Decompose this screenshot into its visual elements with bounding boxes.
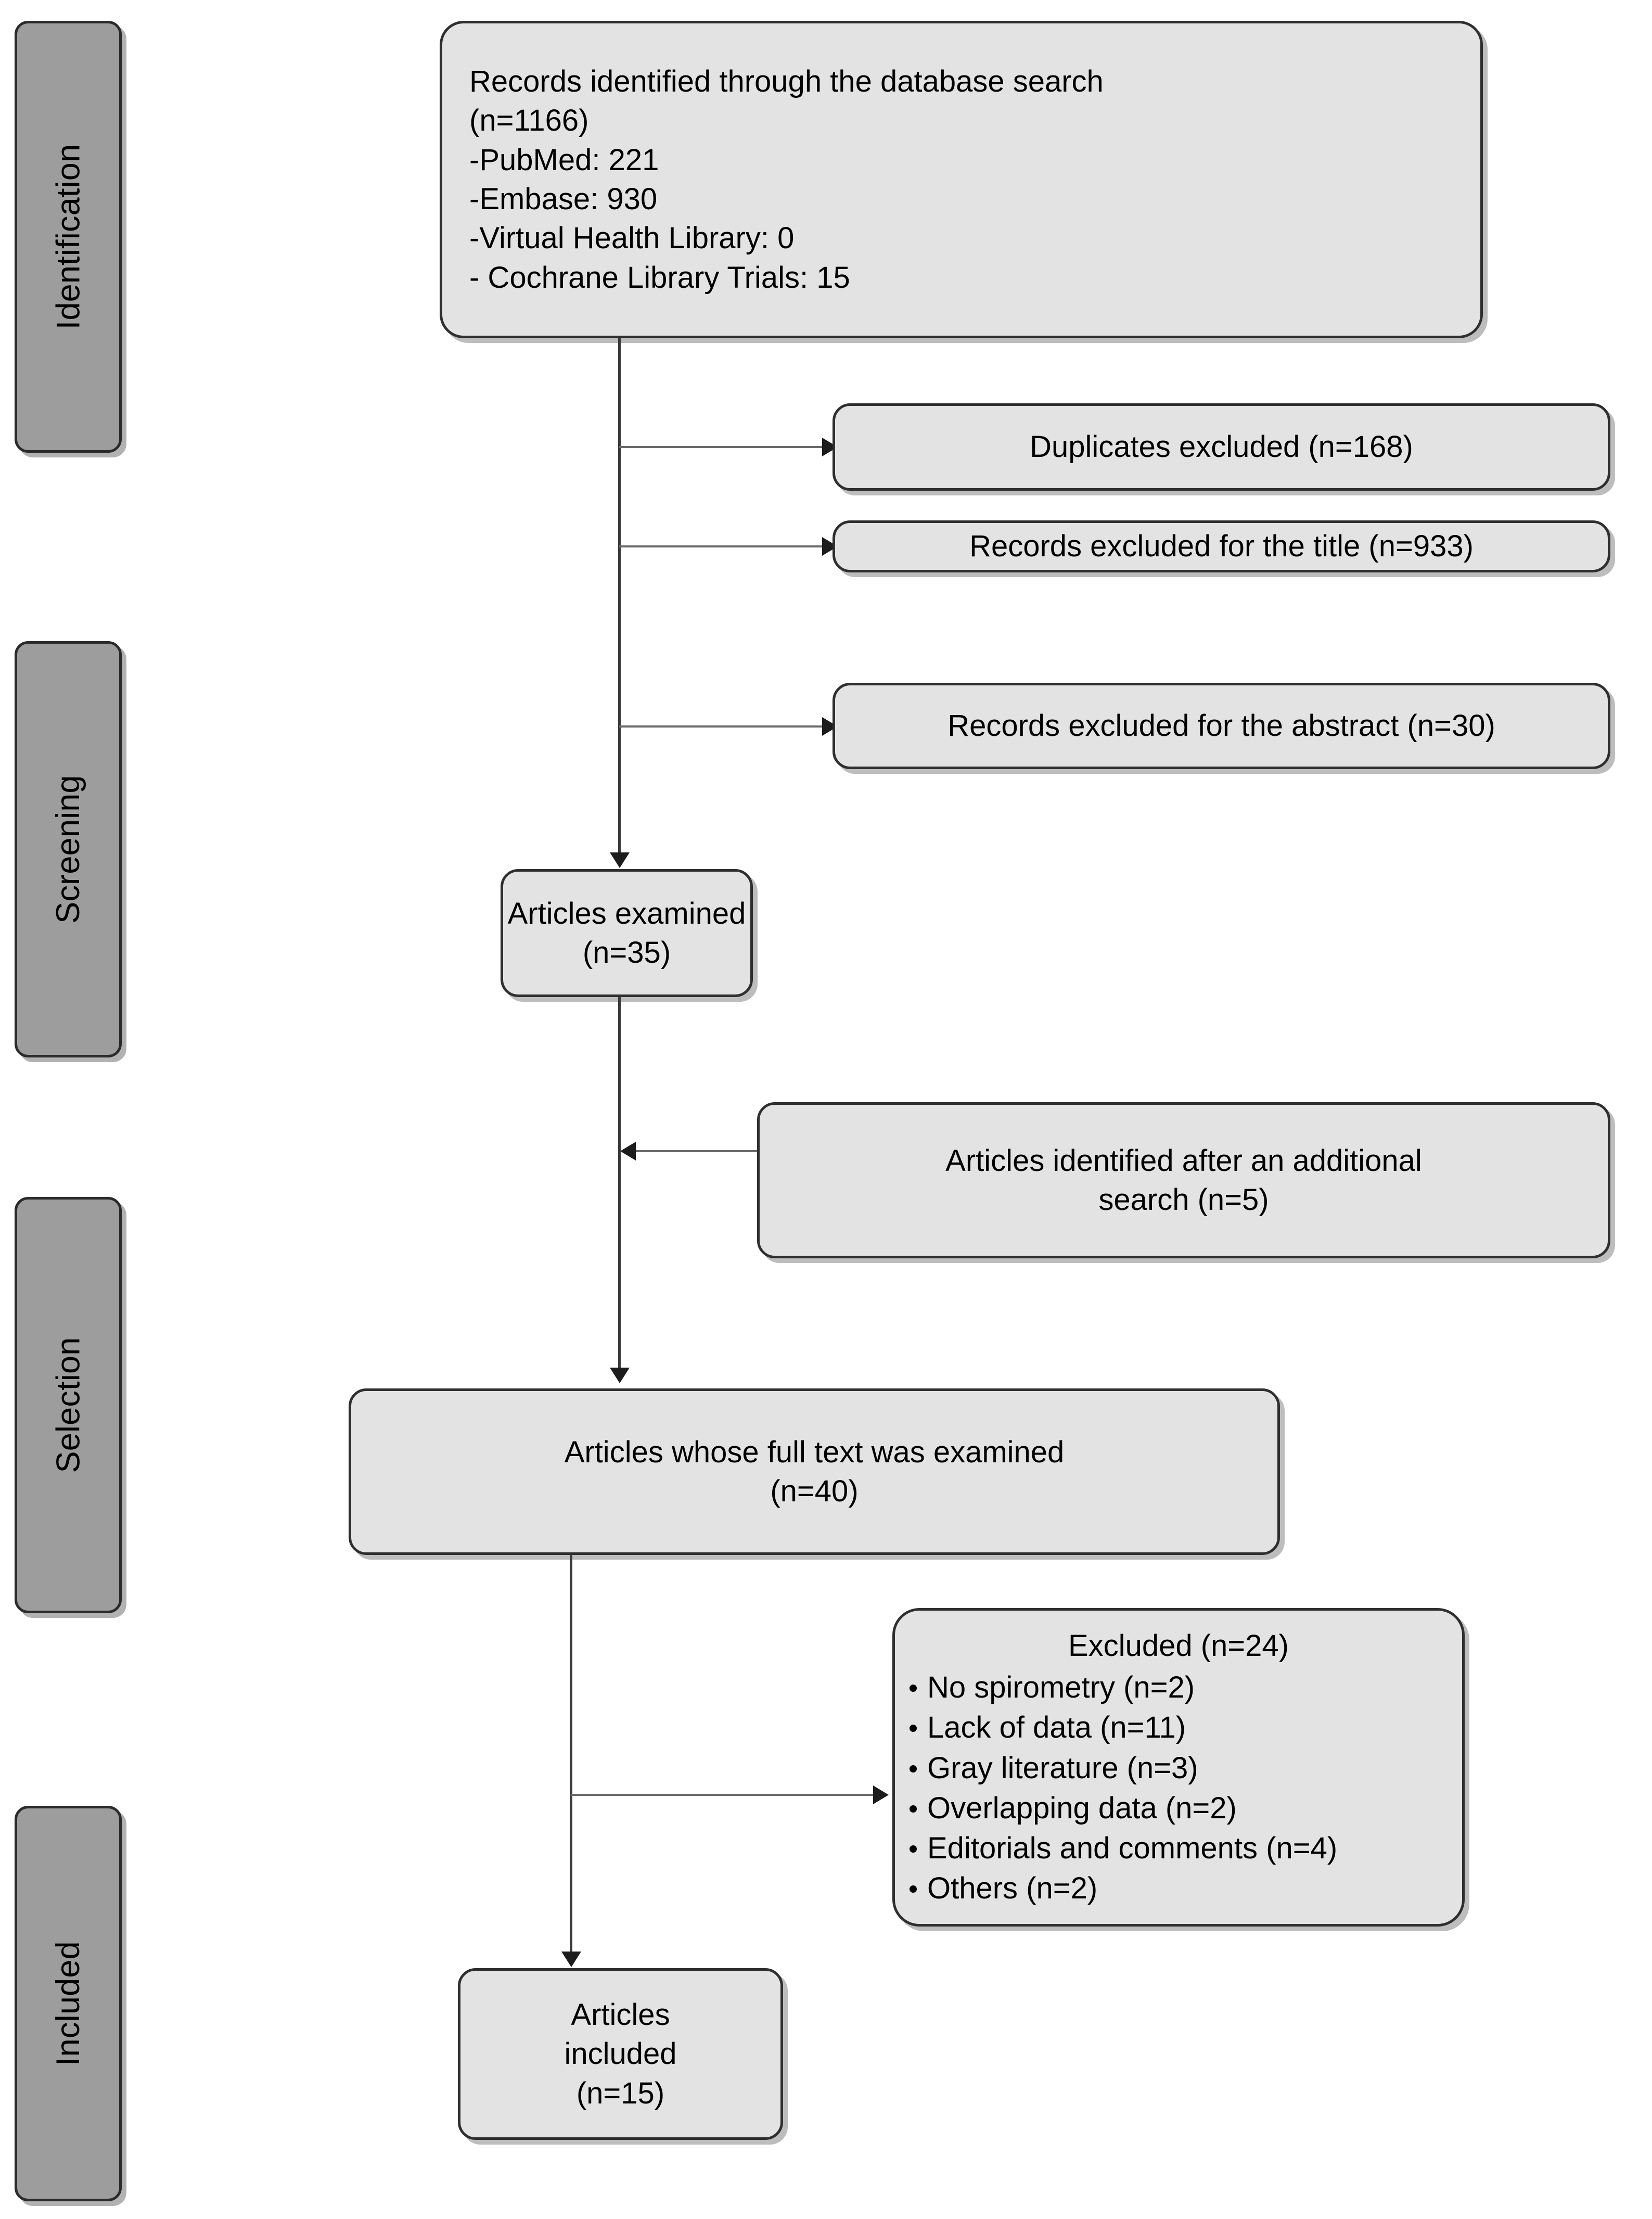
excluded-reason-item: Others (n=2) bbox=[906, 1868, 1337, 1908]
additional-search-line-2: search (n=5) bbox=[1098, 1183, 1269, 1217]
stage-pill-selection: Selection bbox=[15, 1197, 122, 1613]
excluded-reason-item: Overlapping data (n=2) bbox=[906, 1788, 1337, 1828]
records-identified-line-4: -Embase: 930 bbox=[469, 182, 658, 216]
connector-to-duplicates bbox=[619, 446, 826, 448]
stage-label-selection: Selection bbox=[50, 1337, 86, 1473]
excluded-reason-item: Gray literature (n=3) bbox=[906, 1748, 1337, 1788]
excluded-reason-item: No spirometry (n=2) bbox=[906, 1667, 1337, 1707]
connector-spine-middle bbox=[618, 997, 621, 1381]
arrowhead-to-excluded-full-text bbox=[873, 1786, 889, 1804]
box-duplicates-excluded: Duplicates excluded (n=168) bbox=[833, 403, 1610, 491]
connector-spine-upper bbox=[618, 338, 621, 861]
stage-label-included: Included bbox=[50, 1941, 87, 2066]
arrowhead-to-full-text-examined bbox=[610, 1368, 630, 1383]
connector-from-additional-search bbox=[636, 1150, 758, 1152]
stage-label-identification: Identification bbox=[50, 144, 86, 330]
arrowhead-to-articles-examined bbox=[610, 852, 630, 868]
box-abstract-excluded: Records excluded for the abstract (n=30) bbox=[833, 683, 1610, 769]
box-excluded-full-text: Excluded (n=24) No spirometry (n=2) Lack… bbox=[892, 1608, 1465, 1927]
arrowhead-to-articles-included bbox=[561, 1952, 581, 1967]
records-identified-line-2: (n=1166) bbox=[469, 104, 589, 138]
box-full-text-examined: Articles whose full text was examined (n… bbox=[349, 1388, 1280, 1555]
connector-to-excluded-full-text bbox=[571, 1794, 876, 1796]
abstract-excluded-label: Records excluded for the abstract (n=30) bbox=[947, 709, 1495, 743]
stage-pill-screening: Screening bbox=[15, 641, 122, 1057]
records-identified-line-6: - Cochrane Library Trials: 15 bbox=[469, 260, 850, 295]
box-additional-search: Articles identified after an additional … bbox=[757, 1102, 1610, 1258]
articles-included-line-3: (n=15) bbox=[576, 2076, 665, 2110]
stage-pill-included: Included bbox=[15, 1806, 122, 2201]
records-identified-line-3: -PubMed: 221 bbox=[469, 143, 659, 177]
title-excluded-label: Records excluded for the title (n=933) bbox=[969, 529, 1474, 564]
duplicates-excluded-label: Duplicates excluded (n=168) bbox=[1030, 430, 1413, 464]
box-articles-examined: Articles examined (n=35) bbox=[501, 869, 753, 997]
excluded-reason-item: Lack of data (n=11) bbox=[906, 1707, 1337, 1748]
excluded-reason-list: No spirometry (n=2) Lack of data (n=11) … bbox=[895, 1667, 1337, 1908]
records-identified-line-5: -Virtual Health Library: 0 bbox=[469, 221, 795, 256]
records-identified-line-1: Records identified through the database … bbox=[469, 64, 1104, 98]
full-text-examined-line-2: (n=40) bbox=[770, 1474, 859, 1508]
box-title-excluded: Records excluded for the title (n=933) bbox=[833, 520, 1610, 572]
connector-spine-lower bbox=[570, 1555, 572, 1965]
box-articles-included: Articles included (n=15) bbox=[458, 1968, 783, 2140]
articles-examined-line-2: (n=35) bbox=[582, 936, 671, 970]
connector-to-title-excluded bbox=[619, 545, 826, 547]
articles-included-line-2: included bbox=[564, 2037, 677, 2071]
excluded-reason-item: Editorials and comments (n=4) bbox=[906, 1828, 1337, 1868]
arrowhead-to-spine-additional-search bbox=[620, 1142, 636, 1160]
excluded-full-text-title: Excluded (n=24) bbox=[1068, 1628, 1289, 1663]
stage-label-screening: Screening bbox=[50, 775, 86, 924]
connector-to-abstract-excluded bbox=[619, 725, 826, 728]
additional-search-line-1: Articles identified after an additional bbox=[945, 1143, 1422, 1178]
full-text-examined-line-1: Articles whose full text was examined bbox=[564, 1435, 1065, 1469]
articles-included-line-1: Articles bbox=[571, 1997, 670, 2032]
stage-pill-identification: Identification bbox=[15, 21, 122, 453]
box-records-identified: Records identified through the database … bbox=[440, 21, 1483, 338]
articles-examined-line-1: Articles examined bbox=[507, 896, 746, 930]
